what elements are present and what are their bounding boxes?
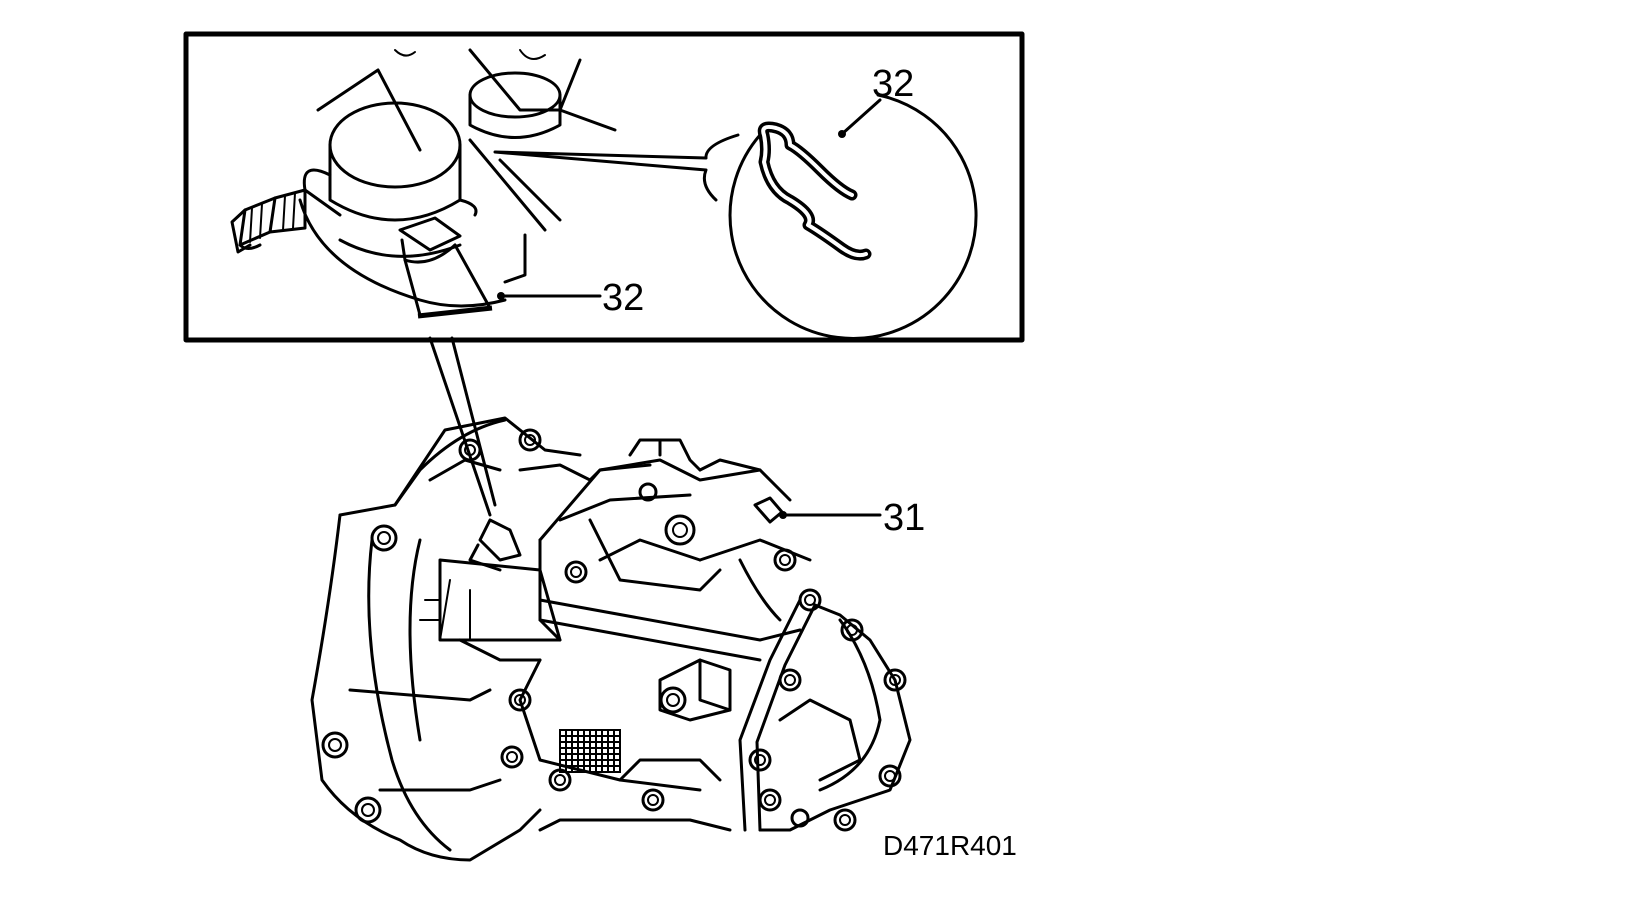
inset-pipe xyxy=(398,216,493,319)
inset-frame xyxy=(183,31,1025,343)
vent-grille xyxy=(559,729,621,773)
detail-inset: 32 32 xyxy=(183,31,1025,517)
clip-magnifier xyxy=(493,93,978,340)
clip-callout: 32 xyxy=(872,63,914,105)
main-leader xyxy=(779,511,882,519)
inset-casting-lines xyxy=(298,48,617,308)
inset-switch xyxy=(230,101,478,258)
main-callout: 31 xyxy=(883,497,925,539)
inset-dome xyxy=(468,71,562,139)
inset-pointer-callout: 32 xyxy=(602,277,644,319)
figure-code: D471R401 xyxy=(883,830,1017,861)
inset-pointer-leader xyxy=(497,292,602,300)
gearbox-housing xyxy=(310,416,912,862)
